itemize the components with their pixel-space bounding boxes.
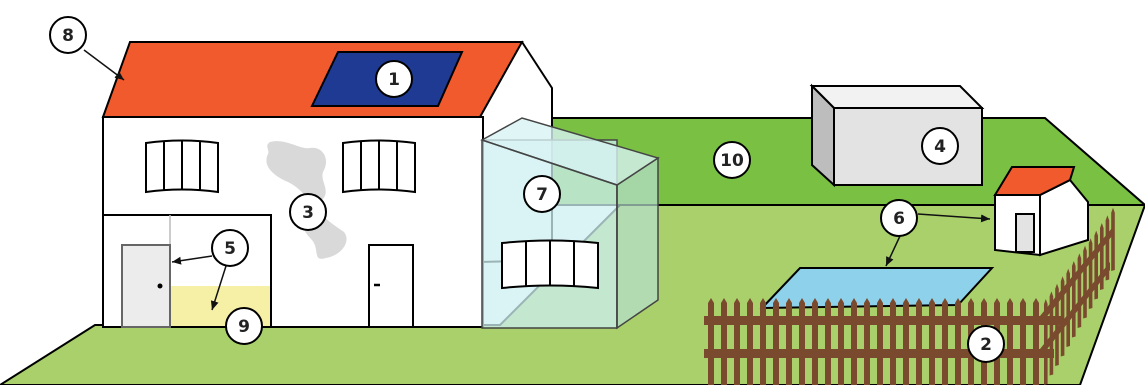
fence-picket	[877, 298, 883, 385]
fence-picket	[734, 298, 740, 385]
fence-picket	[1007, 298, 1013, 385]
callout-7: 7	[524, 176, 560, 212]
fence-picket	[760, 298, 766, 385]
fence-side-picket	[1094, 231, 1098, 300]
fence-picket	[786, 298, 792, 385]
callout-6-label: 6	[893, 209, 905, 229]
fence-picket	[773, 298, 779, 385]
outbuilding	[812, 86, 982, 185]
fence-picket	[721, 298, 727, 385]
callout-5-label: 5	[224, 239, 236, 259]
callout-1-label: 1	[388, 70, 400, 90]
callout-3: 3	[290, 194, 326, 230]
callout-7-label: 7	[536, 185, 548, 205]
fence-side-picket	[1111, 208, 1115, 271]
fence-side-picket	[1078, 253, 1082, 328]
fence-picket	[838, 298, 844, 385]
callout-10: 10	[714, 142, 750, 178]
fence-picket	[851, 298, 857, 385]
fence-picket	[929, 298, 935, 385]
callout-9-label: 9	[238, 317, 250, 337]
callout-1: 1	[376, 61, 412, 97]
fence-side-picket	[1083, 246, 1087, 319]
fence-side-picket	[1050, 291, 1054, 375]
window-upper-right	[343, 140, 415, 192]
conservatory-window	[502, 240, 598, 288]
fence-picket	[747, 298, 753, 385]
fence-side-picket	[1044, 299, 1048, 385]
callout-8: 8	[50, 17, 86, 53]
fence-picket	[1020, 298, 1026, 385]
fence-picket	[825, 298, 831, 385]
glass-conservatory	[482, 118, 658, 328]
window-upper-left	[146, 140, 218, 192]
fence-picket	[1033, 298, 1039, 385]
callout-3-label: 3	[302, 203, 314, 223]
fence-picket	[864, 298, 870, 385]
callout-9: 9	[226, 308, 262, 344]
fence-side-picket	[1072, 261, 1076, 338]
callout-2: 2	[968, 326, 1004, 362]
arrow-roof	[84, 50, 124, 80]
fence-side-picket	[1066, 269, 1070, 347]
fence-picket	[942, 298, 948, 385]
callout-6: 6	[881, 200, 917, 236]
fence-picket	[916, 298, 922, 385]
callout-5: 5	[212, 230, 248, 266]
fence-side-picket	[1089, 238, 1093, 309]
callout-4: 4	[922, 128, 958, 164]
callout-10-label: 10	[720, 151, 744, 171]
basement-door	[122, 245, 170, 327]
fence-picket	[799, 298, 805, 385]
fence-picket	[812, 298, 818, 385]
fence-side-picket	[1100, 223, 1104, 290]
callout-8-label: 8	[62, 26, 74, 46]
fence-picket	[890, 298, 896, 385]
fence-picket	[708, 298, 714, 385]
fence-side-picket	[1106, 215, 1110, 280]
basement-door-knob	[158, 284, 163, 289]
callout-4-label: 4	[934, 137, 946, 157]
fence-side-picket	[1061, 276, 1065, 356]
fence-side-picket	[1055, 284, 1059, 366]
callout-2-label: 2	[980, 335, 992, 355]
fence-picket	[903, 298, 909, 385]
fence-picket	[955, 298, 961, 385]
